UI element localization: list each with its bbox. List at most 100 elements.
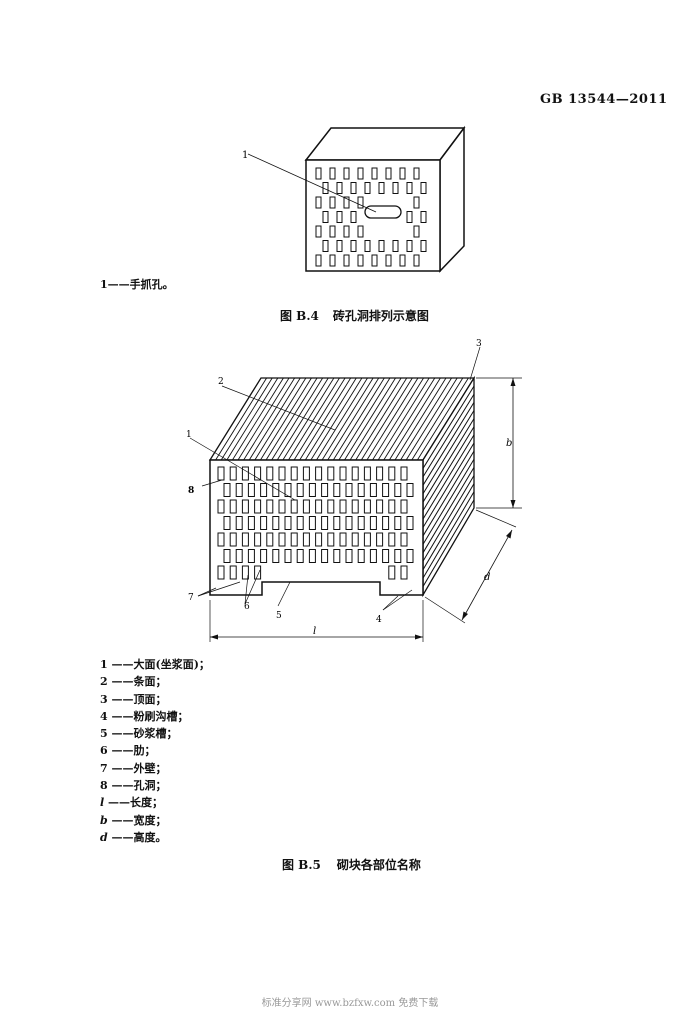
block-hole [394,483,402,497]
callout-6: 6 [244,602,250,612]
brick-hole [413,225,420,238]
block-hole [400,499,408,514]
brick-hole [315,196,322,209]
brick-hole [378,240,385,252]
brick-hole [357,167,364,180]
block-hole [308,516,316,530]
block-hole [217,466,225,481]
block-hole [388,532,396,547]
top-face-stripe [260,377,312,461]
block-hole [406,549,414,563]
legend-item: 3 ——顶面； [100,692,167,706]
side-face-groove [422,434,475,520]
block-hole [296,549,304,563]
top-face-stripe [338,377,391,461]
block-hole [302,499,310,514]
block-hole [278,499,286,514]
brick-hole [378,182,385,194]
block-hole [351,532,359,547]
block-hole [254,499,262,514]
block-hole [369,516,377,530]
top-face-stripe [417,377,469,461]
block-hole [315,532,323,547]
block-hole [241,466,249,481]
block-hole [345,483,353,497]
side-face-groove [422,442,475,528]
legend-item: d ——高度。 [100,830,167,844]
top-face-stripe [321,377,374,461]
brick-hole [357,225,364,238]
legend-item: 5 ——砂浆槽； [100,727,178,741]
side-face-groove [422,426,475,511]
block-hole [223,549,231,563]
legend-item: 4 ——粉刷沟槽； [100,709,189,723]
top-face-stripe [327,377,380,461]
top-face-stripe [237,377,290,461]
block-hole [351,499,359,514]
top-face-stripes [215,377,469,461]
block-hole [260,549,268,563]
block-hole [339,532,347,547]
block-hole [241,499,249,514]
top-face-stripe [282,377,335,461]
block-hole [388,466,396,481]
brick-hole [420,240,427,252]
block-hole [247,516,255,530]
side-face-groove [422,402,475,486]
brick-hole [336,182,343,194]
legend-item: 8 ——孔洞； [100,779,167,793]
block-hole [290,466,298,481]
legend-item: 1 ——大面(坐浆面)； [100,658,210,671]
brick-hole [413,196,420,209]
block-hole [363,532,371,547]
block-hole [321,483,329,497]
block-hole [357,549,365,563]
top-face-stripe [349,377,402,461]
block-hole [333,549,341,563]
callout-5: 5 [276,611,282,621]
block-hole [278,532,286,547]
brick-hole [399,254,406,267]
top-face-stripe [400,377,452,461]
block-hole [376,466,384,481]
side-face-groove [422,483,475,570]
top-face-stripe [355,377,408,461]
block-hole [247,483,255,497]
top-face-stripe [248,377,301,461]
legend-item: 2 ——条面； [100,675,167,689]
legend-item: l ——长度； [100,796,164,810]
figure-b4-brick-drawing: 1 [242,125,466,273]
brick-hole [406,211,413,223]
figure-b4-callout: 1 [242,150,248,161]
brick-hole [329,254,336,267]
top-face-stripe [377,377,430,461]
block-hole [394,516,402,530]
block-hole [363,499,371,514]
block-hole [296,483,304,497]
callout-4: 4 [376,615,382,625]
block-hole [369,549,377,563]
side-face-groove [422,475,475,562]
block-hole [406,516,414,530]
block-hole [235,483,243,497]
block-hole [321,549,329,563]
top-face-stripe [220,377,273,461]
brick-hole [357,196,364,209]
brick-hole [413,167,420,180]
callout-3: 3 [476,339,482,349]
brick-hole [343,225,350,238]
callout-1: 1 [186,430,192,440]
block-hole [376,499,384,514]
brick-hole [371,167,378,180]
block-hole [400,565,408,580]
footer-watermark: 标准分享网 www.bzfxw.com 免费下载 [261,998,439,1009]
block-hole [284,516,292,530]
brick-hole [406,240,413,252]
brick-hole [329,167,336,180]
side-face-groove [422,393,475,478]
block-hole [321,516,329,530]
side-face-groove [422,450,475,537]
block-hole [223,516,231,530]
top-face-stripe [372,377,424,461]
